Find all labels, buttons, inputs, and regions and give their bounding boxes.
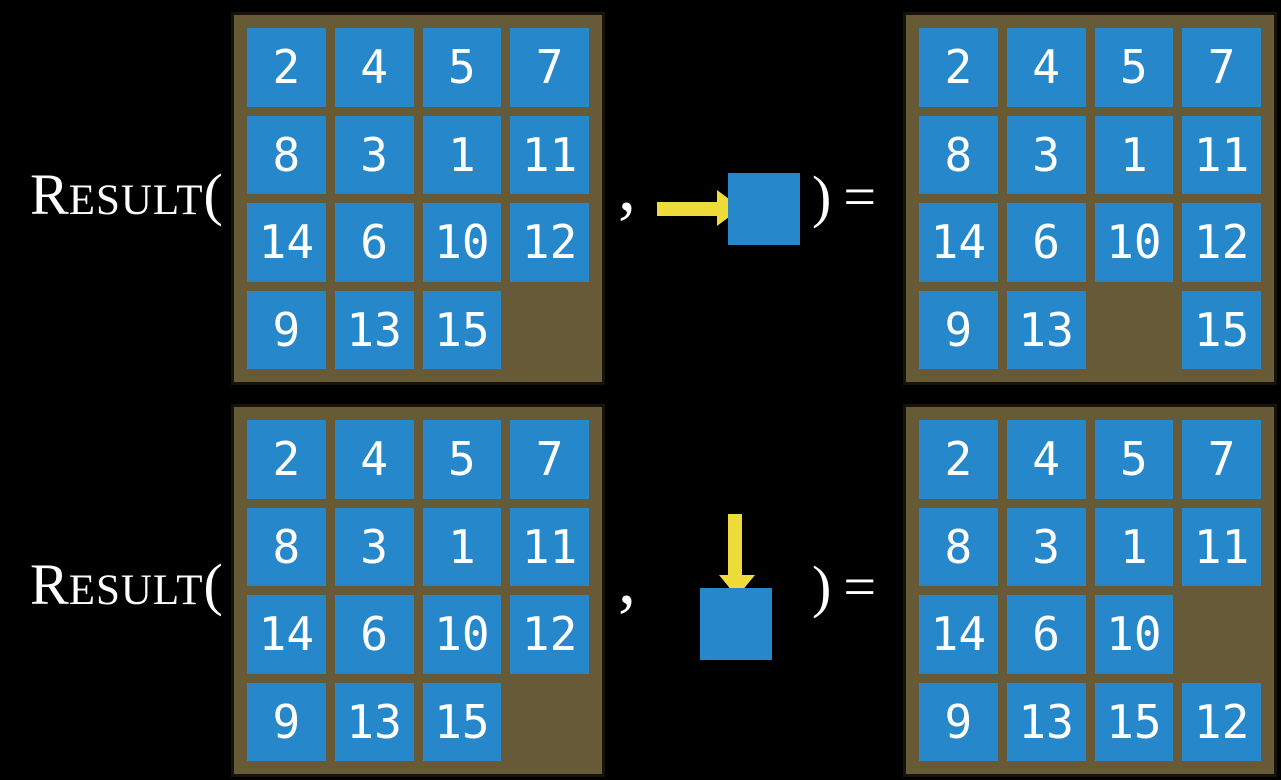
tile-7: 7 [510,28,589,107]
tile-12: 12 [1182,682,1261,761]
tile-4: 4 [1006,420,1086,499]
blank-cell [1182,595,1261,674]
tile-11: 11 [1182,507,1261,586]
arrow-down-icon [719,514,755,597]
tile-13: 13 [334,682,414,761]
argument-comma: , [618,539,636,619]
tile-1: 1 [1094,507,1174,586]
tile-4: 4 [334,28,414,107]
tile-2: 2 [247,420,326,499]
blank-cell [510,291,589,370]
tile-15: 15 [422,682,502,761]
blank-cell [510,683,589,762]
equals-sign: = [843,554,877,619]
tile-10: 10 [1094,595,1174,674]
equals-sign: = [843,164,877,229]
tile-1: 1 [1094,115,1174,194]
tile-3: 3 [334,115,414,194]
tile-11: 11 [510,507,589,586]
tile-13: 13 [334,290,414,369]
tile-12: 12 [510,595,589,674]
tile-5: 5 [1094,28,1174,107]
tile-10: 10 [422,595,502,674]
tile-1: 1 [422,507,502,586]
tile-14: 14 [247,595,326,674]
result-label-capital: R [30,552,69,617]
blank-tile-square [728,173,800,245]
open-paren: ( [203,552,223,617]
open-paren: ( [203,162,223,227]
tile-2: 2 [919,28,998,107]
tile-12: 12 [1182,203,1261,282]
tile-14: 14 [919,203,998,282]
close-paren: ) [812,554,832,619]
tile-12: 12 [510,203,589,282]
tile-14: 14 [919,595,998,674]
tile-5: 5 [1094,420,1174,499]
argument-comma: , [618,146,636,226]
close-paren: ) [812,164,832,229]
tile-10: 10 [1094,203,1174,282]
tile-15: 15 [1094,682,1174,761]
tile-8: 8 [919,115,998,194]
tile-6: 6 [334,203,414,282]
tile-9: 9 [919,682,998,761]
tile-11: 11 [510,115,589,194]
tile-13: 13 [1006,682,1086,761]
tile-8: 8 [247,507,326,586]
tile-11: 11 [1182,115,1261,194]
close-paren-equals: )= [812,168,876,226]
tile-4: 4 [1006,28,1086,107]
tile-5: 5 [422,420,502,499]
result-label-smallcaps: ESULT [68,567,204,614]
tile-14: 14 [247,203,326,282]
tile-6: 6 [1006,203,1086,282]
tile-6: 6 [334,595,414,674]
tile-2: 2 [919,420,998,499]
tile-7: 7 [1182,420,1261,499]
tile-3: 3 [334,507,414,586]
tile-13: 13 [1006,290,1086,369]
tile-4: 4 [334,420,414,499]
tile-2: 2 [247,28,326,107]
tile-8: 8 [247,115,326,194]
tile-9: 9 [247,290,326,369]
tile-7: 7 [510,420,589,499]
tile-9: 9 [247,682,326,761]
result-function-label: RESULT( [30,556,223,614]
tile-9: 9 [919,290,998,369]
tile-3: 3 [1006,115,1086,194]
result-function-label: RESULT( [30,166,223,224]
result-label-smallcaps: ESULT [68,177,204,224]
tile-8: 8 [919,507,998,586]
blank-cell [1095,291,1174,370]
tile-15: 15 [1182,290,1261,369]
tile-6: 6 [1006,595,1086,674]
close-paren-equals: )= [812,558,876,616]
tile-1: 1 [422,115,502,194]
tile-7: 7 [1182,28,1261,107]
tile-10: 10 [422,203,502,282]
tile-15: 15 [422,290,502,369]
tile-5: 5 [422,28,502,107]
result-label-capital: R [30,162,69,227]
blank-tile-square [700,588,772,660]
tile-3: 3 [1006,507,1086,586]
